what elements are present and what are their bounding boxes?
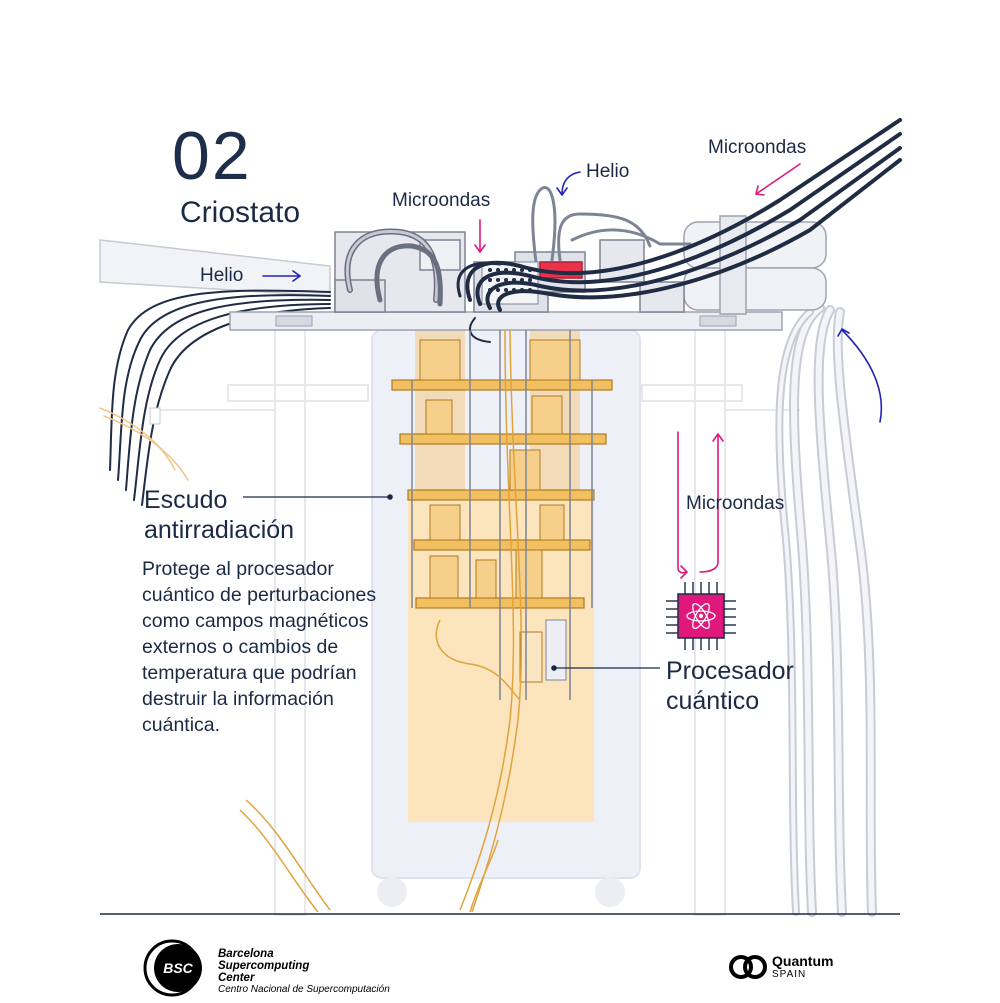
wheel-icon xyxy=(377,877,407,907)
quantum-spain-emblem-icon xyxy=(729,955,767,979)
helium-arrows xyxy=(262,171,883,423)
top-plate xyxy=(229,311,783,331)
wheel-icon xyxy=(595,877,625,907)
right-cables xyxy=(775,303,877,917)
microwave-cables xyxy=(456,118,902,343)
microwave-arrows xyxy=(474,163,801,579)
bsc-logo: BSC Barcelona Supercomputing Center Cent… xyxy=(138,938,398,998)
label-helio-top: Helio xyxy=(586,161,630,182)
section-title: Criostato xyxy=(180,196,301,229)
quantum-spain-line1: Quantum xyxy=(772,953,834,969)
bsc-emblem-icon: BSC xyxy=(143,939,202,997)
bsc-abbr: BSC xyxy=(163,960,193,976)
shield-description: Protege al procesador cuántico de pertur… xyxy=(142,558,377,736)
section-number: 02 xyxy=(172,118,252,194)
label-escudo: Escudo antirradiación xyxy=(144,486,295,544)
stage-components xyxy=(419,339,581,683)
bsc-name-line2: Supercomputing xyxy=(218,960,310,972)
left-cables xyxy=(99,239,331,506)
label-microondas-side: Microondas xyxy=(686,493,785,514)
quantum-chip-icon xyxy=(666,582,736,650)
stage-rods xyxy=(411,330,593,700)
leader-lines xyxy=(243,494,660,671)
label-procesador: Procesador cuántico xyxy=(666,657,794,715)
bsc-name-line3: Center xyxy=(218,972,255,984)
label-helio-left: Helio xyxy=(200,265,244,286)
quantum-spain-logo: Quantum SPAIN xyxy=(728,952,888,992)
bsc-name-line4: Centro Nacional de Supercomputación xyxy=(218,984,390,995)
label-microondas-top: Microondas xyxy=(392,190,491,211)
top-hoses xyxy=(344,186,692,307)
quantum-spain-line2: SPAIN xyxy=(772,969,807,980)
coax-lines xyxy=(239,329,522,913)
bsc-name-line1: Barcelona xyxy=(218,948,274,960)
label-microondas-right: Microondas xyxy=(708,137,807,158)
